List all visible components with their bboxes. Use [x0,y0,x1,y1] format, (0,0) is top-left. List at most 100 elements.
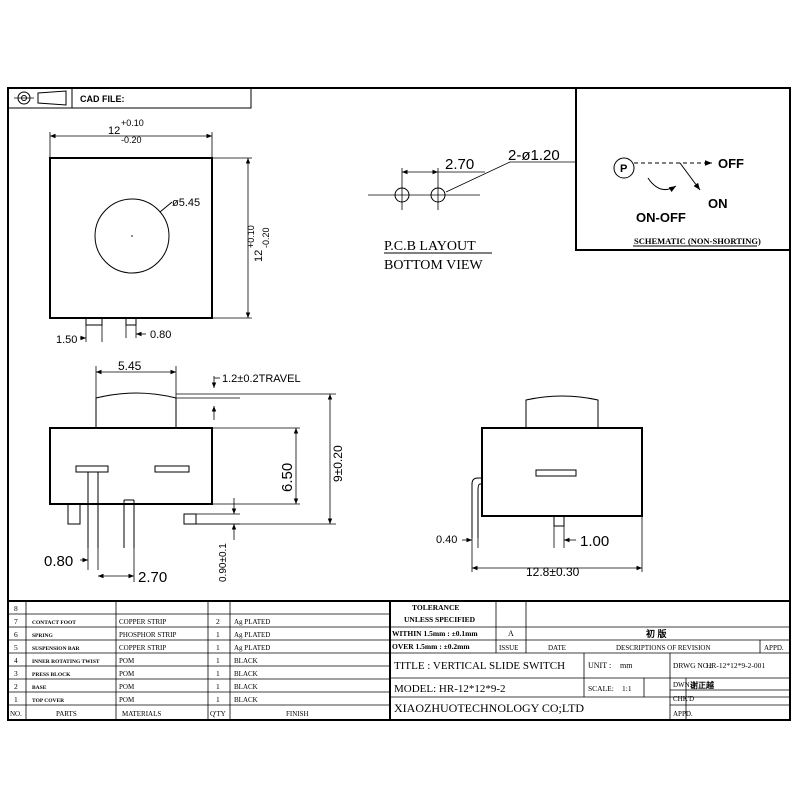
unless-specified: UNLESS SPECIFIED [404,615,476,624]
unit-value: mm [620,661,633,670]
pcb-layout: 2.70 2-ø1.20 P.C.B LAYOUT BOTTOM VIEW [368,147,575,273]
bom-cell-material: POM [119,670,135,678]
bom-cell-material: PHOSPHOR STRIP [119,631,176,639]
pin-dia: 0.80 [44,553,73,570]
bom-cell-finish: Ag PLATED [234,631,270,639]
date-label: DATE [548,644,566,652]
first-edition: 初 版 [646,628,667,639]
bom-header-no: NO. [10,710,22,718]
bom-cell-part: TOP COVER [32,698,65,704]
common-terminal [613,157,635,179]
bom-cell-qty: 2 [216,617,220,626]
foot-right [125,317,137,326]
bom-cell-qty: 1 [216,695,220,704]
bom-cell-part: PRESS BLOCK [32,672,71,678]
chkd-label: CHK'D [673,695,694,703]
front-view-body [49,157,213,319]
side-knob [95,392,177,428]
bom-cell-qty: 1 [216,669,220,678]
bom-cell-qty: 1 [216,656,220,665]
cad-file-label: CAD FILE: [80,94,125,104]
total-height: 9±0.20 [331,445,345,482]
appd-label: APPD. [673,710,693,718]
bom-cell-qty: 1 [216,630,220,639]
foot-right-dim: 0.80 [150,329,171,341]
end-view: 0.40 1.00 12.8±0.30 [436,395,643,579]
tolerance-label: TOLERANCE [412,603,459,612]
bom-cell-part: BASE [32,685,47,691]
bom-cell-part: INNER ROTATING TWIST [32,659,100,665]
pin-length: 0.90±0.1 [218,543,229,582]
schematic-on-off: ON-OFF [636,210,686,225]
dwn-label: DWN. [673,681,692,689]
bom-cell-no: 6 [14,630,18,639]
knob-width: 5.45 [118,359,142,373]
drawing-frame [7,87,791,721]
width-nominal: 12 [108,125,120,137]
scale-value: 1:1 [622,684,632,693]
bom-cell-no: 1 [14,695,18,704]
company-name: XIAOZHUOTECHNOLOGY CO;LTD [394,701,584,715]
bom-cell-material: COPPER STRIP [119,618,166,626]
bom-header-qty: Q'TY [210,710,226,718]
height-nominal: 12 [253,250,265,262]
bom-cell-no: 4 [14,656,18,665]
appd-top: APPD. [764,644,784,652]
side-body [49,427,213,505]
schematic-off: OFF [718,156,744,171]
rev-a: A [508,629,514,638]
bom-header-materials: MATERIALS [122,710,161,718]
pcb-holes: 2-ø1.20 [508,147,560,164]
model-label: MODEL: HR-12*12*9-2 [394,683,506,695]
pcb-title: P.C.B LAYOUT [384,239,476,254]
bom-cell-no: 2 [14,682,18,691]
bom-cell-material: POM [119,657,135,665]
unit-label: UNIT : [588,661,611,670]
knob-circle [94,198,170,274]
end-width: 12.8±0.30 [526,565,580,579]
front-view: ø5.45 12 +0.10 -0.20 12 +0.10 -0.20 1.50… [49,118,271,346]
schematic-panel: P OFF ON ON-OFF SCHEMATIC (NON-SHORTING) [575,87,791,251]
bom-cell-finish: BLACK [234,657,258,665]
schematic-p: P [620,163,627,175]
height-tol-plus: +0.10 [246,225,256,248]
end-body [481,427,643,517]
drwg-label: DRWG NO.: [673,661,712,670]
knob-diameter: ø5.45 [172,197,200,209]
travel-dim: 1.2±0.2TRAVEL [222,373,301,385]
bom-table [8,600,790,720]
bom-cell-finish: BLACK [234,696,258,704]
bom-cell-part: SPRING [32,633,54,639]
end-thickness: 0.40 [436,534,457,546]
bom-cell-finish: Ag PLATED [234,618,270,626]
desc-revision: DESCRIPTIONS OF REVISION [616,644,711,652]
width-tol-minus: -0.20 [121,135,142,145]
drawing-title: TITLE : VERTICAL SLIDE SWITCH [394,660,565,672]
side-view: 5.45 1.2±0.2TRAVEL 6.50 9±0.20 0.80 2.70… [44,359,345,586]
bom-cell-part: SUSPENSION BAR [32,646,81,652]
height-tol-minus: -0.20 [261,227,271,248]
end-pin: 1.00 [580,533,609,550]
scale-label: SCALE: [588,684,614,693]
width-tol-plus: +0.10 [121,118,144,128]
schematic-on: ON [708,196,728,211]
schematic-caption: SCHEMATIC (NON-SHORTING) [634,236,761,246]
foot-left-dim: 1.50 [56,334,77,346]
bom-header-finish: FINISH [286,710,309,718]
bom-cell-material: POM [119,683,135,691]
bom-cell-finish: BLACK [234,683,258,691]
body-height: 6.50 [279,463,296,492]
bom-cell-qty: 1 [216,682,220,691]
bom-cell-no: 5 [14,643,18,652]
bom-cell-finish: Ag PLATED [234,644,270,652]
tol-within: WITHIN 1.5mm : ±0.1mm [392,629,478,638]
bom-cell-material: COPPER STRIP [119,644,166,652]
drwg-no: HR-12*12*9-2-001 [706,661,765,670]
pin-pitch: 2.70 [138,569,167,586]
issue-label: ISSUE [499,644,518,652]
bom-header: NO. PARTS MATERIALS Q'TY FINISH [10,710,309,718]
bom-cell-part: CONTACT FOOT [32,620,76,626]
dwn-name: 谢正越 [690,680,715,690]
